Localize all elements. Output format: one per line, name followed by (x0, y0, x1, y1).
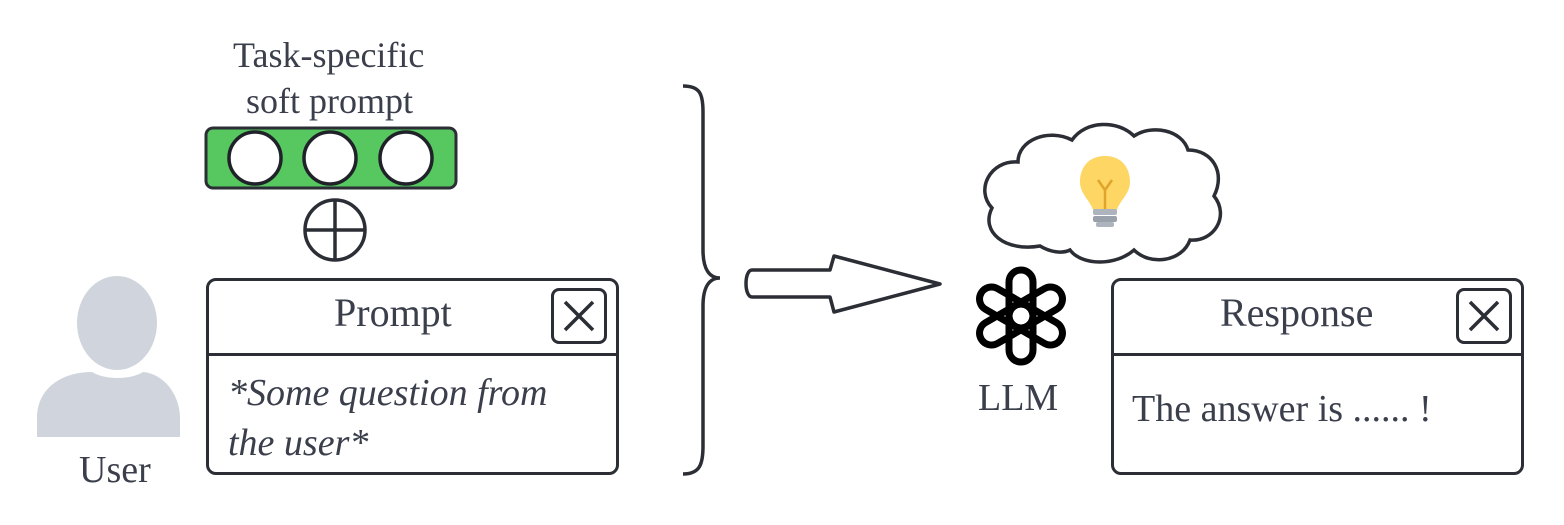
curly-brace (682, 84, 721, 476)
prompt-window-title: Prompt (334, 290, 452, 335)
soft-token-1 (227, 130, 283, 186)
prompt-body-line1: *Some question from (228, 372, 548, 414)
prompt-window: Prompt *Some question from the user* (206, 278, 619, 475)
user-label: User (79, 449, 151, 491)
response-window-header: Response (1114, 281, 1521, 356)
response-close-button[interactable] (1456, 288, 1512, 344)
soft-token-2 (302, 130, 358, 186)
response-window: Response The answer is ...... ! (1111, 278, 1524, 475)
prompt-close-button[interactable] (551, 288, 607, 344)
llm-label: LLM (978, 377, 1059, 419)
response-window-title: Response (1220, 290, 1374, 335)
close-icon (563, 300, 595, 332)
soft-prompt-title-line2: soft prompt (246, 81, 413, 121)
soft-token-3 (378, 130, 434, 186)
response-body: The answer is ...... ! (1132, 388, 1432, 430)
llm-logo-icon (976, 266, 1066, 366)
prompt-window-header: Prompt (209, 281, 616, 356)
arrow-right-icon (744, 254, 942, 314)
close-icon (1468, 300, 1500, 332)
prompt-body-line2: the user* (228, 422, 369, 464)
user-avatar-icon (37, 276, 180, 437)
concat-oplus-icon (303, 198, 367, 262)
lightbulb-icon (1080, 156, 1130, 227)
soft-prompt-bar (204, 126, 458, 190)
soft-prompt-title-line1: Task-specific (233, 35, 425, 75)
